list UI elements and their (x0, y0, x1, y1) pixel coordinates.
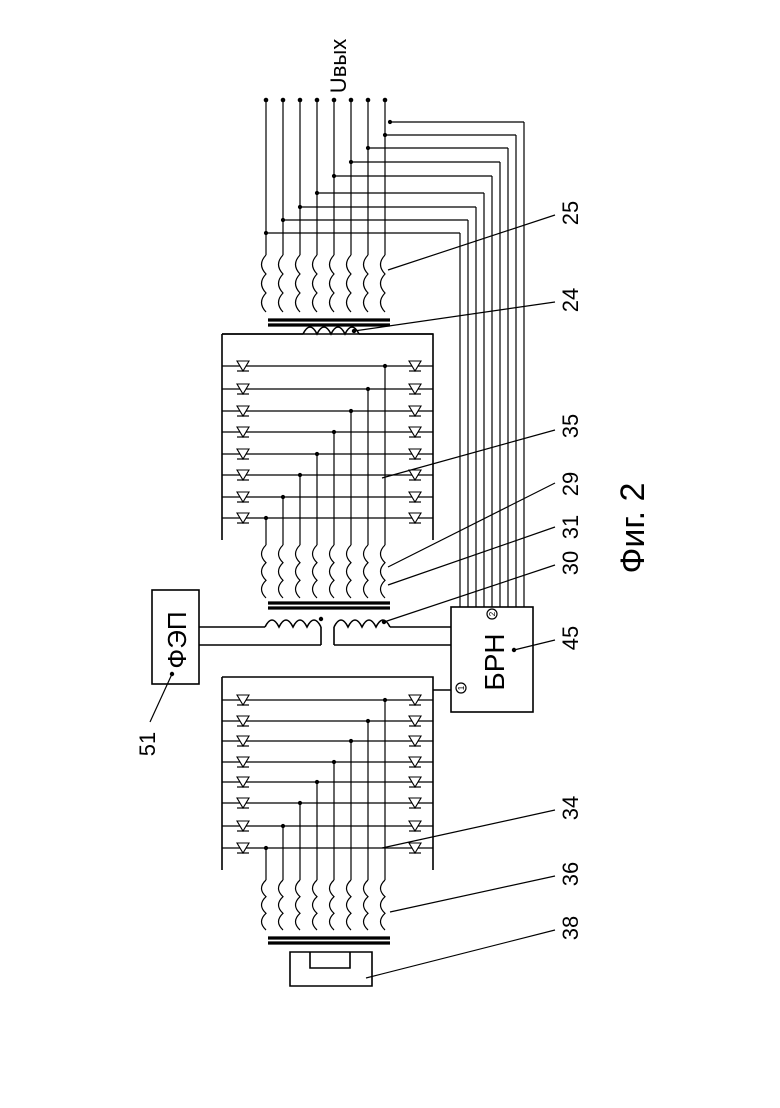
winding36-coil-1 (262, 880, 267, 930)
output-voltage-label: Uвых (326, 39, 351, 93)
winding36-coil-4 (313, 880, 318, 930)
output-terminal-1 (264, 98, 269, 103)
winding25-coil-3 (296, 255, 301, 312)
magnetic-core-38 (290, 952, 372, 986)
middle-transformer (199, 545, 451, 645)
callout-30: 30 (558, 551, 583, 575)
winding29-coil-8 (381, 545, 386, 598)
callout-29: 29 (558, 472, 583, 496)
control-unit-label: БРН (479, 633, 510, 690)
figure-caption: Фиг. 2 (614, 483, 652, 574)
callout-45: 45 (558, 626, 583, 650)
output-bus-lines (264, 98, 524, 607)
winding29-coil-2 (279, 545, 284, 598)
winding29-coil-7 (364, 545, 369, 598)
winding25-coil-6 (347, 255, 352, 312)
winding25-coil-1 (262, 255, 267, 312)
callout-36: 36 (558, 862, 583, 886)
winding36-coil-5 (330, 880, 335, 930)
rectifier-bank-lower (222, 677, 433, 880)
output-terminal-7 (366, 98, 371, 103)
control-unit-port-1: 1 (457, 685, 466, 690)
winding36-coil-3 (296, 880, 301, 930)
callout-34: 34 (558, 796, 583, 820)
winding25-coil-7 (364, 255, 369, 312)
photo-converter-label: ФЭП (162, 611, 192, 668)
winding36-coil-7 (364, 880, 369, 930)
callout-35: 35 (558, 414, 583, 438)
output-transformer (222, 255, 433, 334)
winding36-coil-6 (347, 880, 352, 930)
output-terminal-5 (332, 98, 337, 103)
output-terminal-6 (349, 98, 354, 103)
winding36-coil-2 (279, 880, 284, 930)
callout-25: 25 (558, 201, 583, 225)
output-terminal-8 (383, 98, 388, 103)
callout-24: 24 (558, 288, 583, 312)
output-terminal-3 (298, 98, 303, 103)
winding29-coil-5 (330, 545, 335, 598)
callout-31: 31 (558, 515, 583, 539)
output-terminal-4 (315, 98, 320, 103)
winding29-coil-3 (296, 545, 301, 598)
winding25-coil-5 (330, 255, 335, 312)
winding36-coil-8 (381, 880, 386, 930)
winding25-coil-8 (381, 255, 386, 312)
input-transformer-windings (262, 880, 391, 943)
callout-38: 38 (558, 916, 583, 940)
winding29-coil-6 (347, 545, 352, 598)
output-terminal-2 (281, 98, 286, 103)
winding25-coil-2 (279, 255, 284, 312)
rectifier-bank-upper (222, 334, 433, 545)
winding29-coil-1 (262, 545, 267, 598)
control-unit-block: БРН 1 2 (433, 607, 533, 712)
photo-converter-block: ФЭП (152, 590, 199, 684)
winding29-coil-4 (313, 545, 318, 598)
winding25-coil-4 (313, 255, 318, 312)
callout-51: 51 (135, 732, 160, 756)
control-unit-port-2: 2 (488, 611, 497, 616)
